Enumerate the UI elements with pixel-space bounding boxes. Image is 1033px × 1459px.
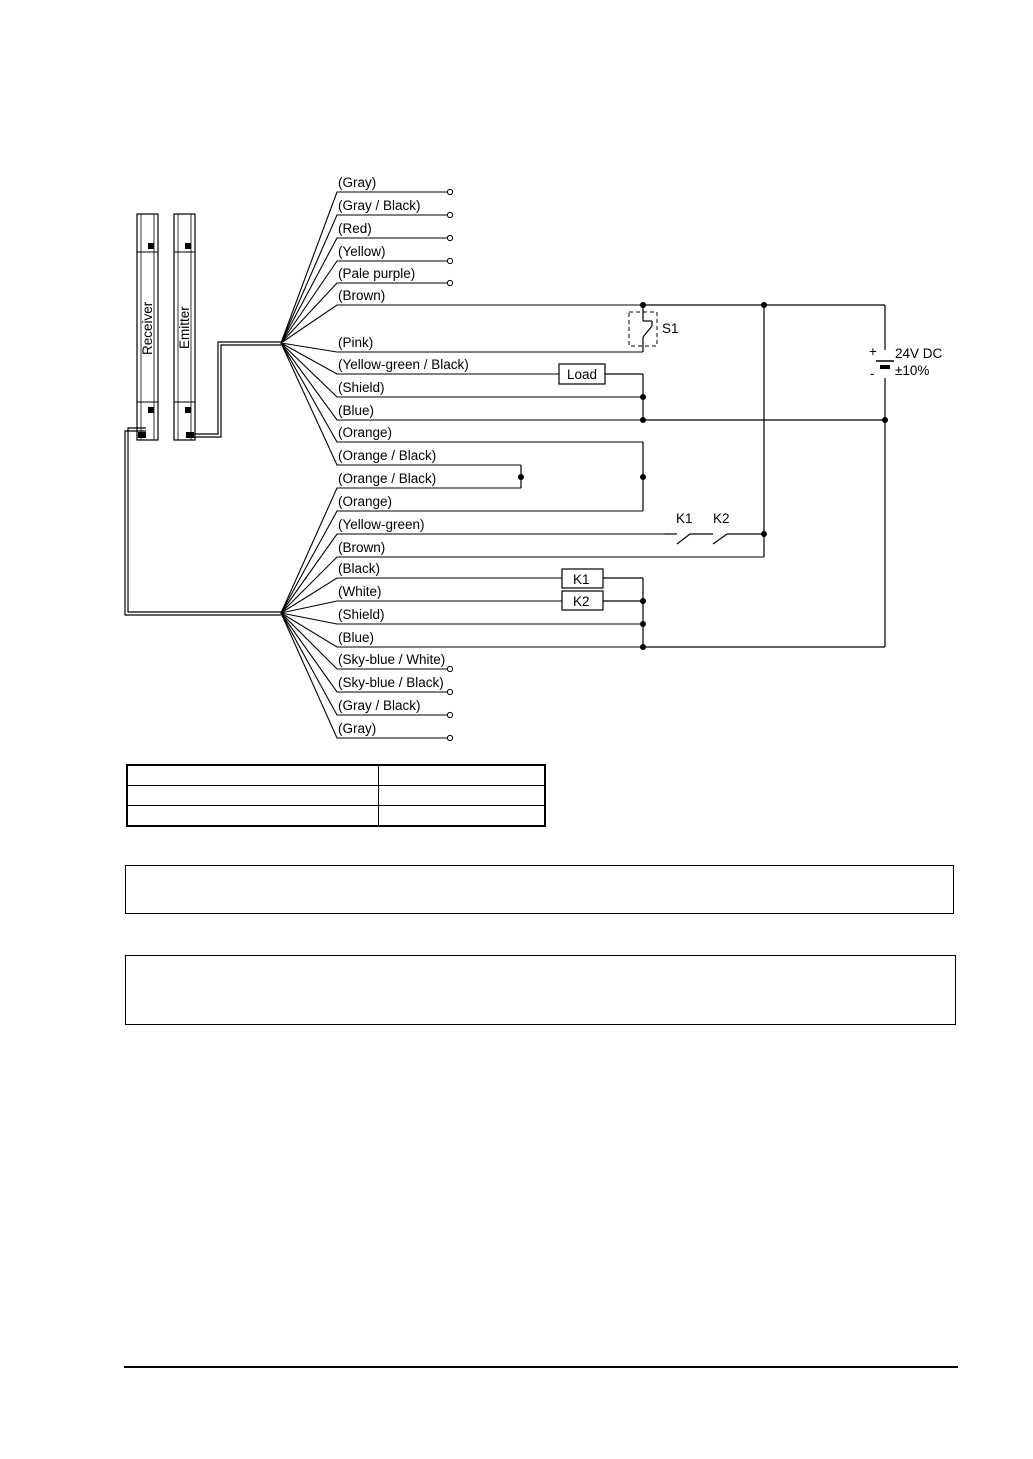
footer-rule <box>124 1366 958 1368</box>
supply-voltage: 24V DC <box>895 346 943 361</box>
emitter-wire-3 <box>280 260 450 344</box>
s1-switch[interactable]: S1 <box>628 311 679 347</box>
receiver-terminal-10[interactable] <box>446 711 454 719</box>
contact-k2-label: K2 <box>713 511 730 526</box>
emitter-unit: Emitter <box>173 213 196 441</box>
receiver-unit: Receiver <box>136 213 159 441</box>
emitter-wire-2 <box>280 237 450 344</box>
note-box-1 <box>125 865 954 914</box>
table-cell <box>378 764 546 786</box>
receiver-wire-label: (Orange / Black) <box>338 471 436 486</box>
receiver-wire-2 <box>280 533 665 614</box>
table-cell <box>378 805 546 827</box>
emitter-wire-label: (Pale purple) <box>338 266 415 281</box>
emitter-terminal-1[interactable] <box>446 211 454 219</box>
receiver-wire-4 <box>280 577 562 614</box>
table-row <box>126 785 546 806</box>
receiver-terminal-9[interactable] <box>446 688 454 696</box>
emitter-wire-1 <box>280 214 450 344</box>
receiver-terminal-8[interactable] <box>446 665 454 673</box>
emitter-terminal-4[interactable] <box>446 279 454 287</box>
table-cell <box>126 805 379 827</box>
receiver-wire-label: (Blue) <box>338 630 374 645</box>
power-supply: + - 24V DC ±10% <box>869 344 943 381</box>
receiver-wire-label: (Black) <box>338 561 380 576</box>
emitter-wire-label: (Gray) <box>338 175 376 190</box>
table-cell <box>126 785 379 806</box>
emitter-terminal-3[interactable] <box>446 257 454 265</box>
emitter-wire-label: (Orange / Black) <box>338 448 436 463</box>
receiver-wire-label: (Yellow-green) <box>338 517 425 532</box>
emitter-wire-label: (Yellow) <box>338 244 386 259</box>
emitter-wire-6 <box>280 342 643 353</box>
wire-layer: (Gray) (Gray / Black) (Red) (Yellow) (Pale p… <box>280 175 765 742</box>
emitter-wire-label: (Yellow-green / Black) <box>338 357 469 372</box>
receiver-wire-label: (Shield) <box>338 607 385 622</box>
emitter-wire-5 <box>280 304 643 344</box>
emitter-wire-label: (Shield) <box>338 380 385 395</box>
s1-label: S1 <box>662 321 679 336</box>
load-label: Load <box>567 367 597 382</box>
emitter-wire-7 <box>280 342 559 375</box>
receiver-wire-label: (Sky-blue / White) <box>338 652 445 667</box>
receiver-wire-label: (Sky-blue / Black) <box>338 675 444 690</box>
relay-k2-label: K2 <box>573 594 590 609</box>
receiver-wire-label: (White) <box>338 584 382 599</box>
receiver-wire-0 <box>280 487 521 614</box>
emitter-wire-9 <box>280 342 643 421</box>
receiver-wire-10 <box>280 612 450 716</box>
table-cell <box>126 764 379 786</box>
receiver-label: Receiver <box>140 301 155 355</box>
emitter-wire-label: (Brown) <box>338 288 385 303</box>
emitter-wire-11 <box>280 342 521 466</box>
supply-minus-sign: - <box>870 366 875 381</box>
receiver-wire-label: (Gray) <box>338 721 376 736</box>
emitter-wire-8 <box>280 342 643 398</box>
emitter-wire-4 <box>280 282 450 344</box>
receiver-wire-8 <box>280 612 450 670</box>
receiver-wire-label: (Brown) <box>338 540 385 555</box>
emitter-terminal-0[interactable] <box>446 188 454 196</box>
emitter-wire-0 <box>280 191 450 344</box>
table-row <box>126 805 546 827</box>
table-row <box>126 764 546 786</box>
receiver-wire-11 <box>280 612 450 739</box>
supply-tolerance: ±10% <box>895 363 929 378</box>
relay-coil-k1: K1 <box>561 568 604 589</box>
emitter-wire-label: (Red) <box>338 221 372 236</box>
emitter-wire-label: (Gray / Black) <box>338 198 421 213</box>
receiver-wire-3 <box>280 556 764 614</box>
emitter-label: Emitter <box>177 306 192 349</box>
receiver-wire-7 <box>280 612 643 648</box>
receiver-wire-5 <box>280 600 562 614</box>
receiver-wire-9 <box>280 612 450 693</box>
emitter-wire-label: (Orange) <box>338 425 392 440</box>
cables <box>124 341 281 616</box>
receiver-wire-label: (Orange) <box>338 494 392 509</box>
supply-plus-sign: + <box>869 344 877 359</box>
emitter-terminal-2[interactable] <box>446 234 454 242</box>
signal-table <box>126 764 546 827</box>
table-cell <box>378 785 546 806</box>
receiver-terminal-11[interactable] <box>446 734 454 742</box>
emitter-wire-label: (Blue) <box>338 403 374 418</box>
receiver-wire-label: (Gray / Black) <box>338 698 421 713</box>
relay-k1-label: K1 <box>573 572 590 587</box>
load-box: Load <box>558 363 606 385</box>
receiver-wire-1 <box>280 510 643 614</box>
contact-k1-label: K1 <box>676 511 693 526</box>
emitter-wire-label: (Pink) <box>338 335 373 350</box>
relay-coil-k2: K2 <box>561 590 604 611</box>
junction-dots <box>518 302 888 650</box>
receiver-wire-6 <box>280 612 643 625</box>
note-box-2 <box>125 955 956 1025</box>
emitter-wire-10 <box>280 342 643 443</box>
